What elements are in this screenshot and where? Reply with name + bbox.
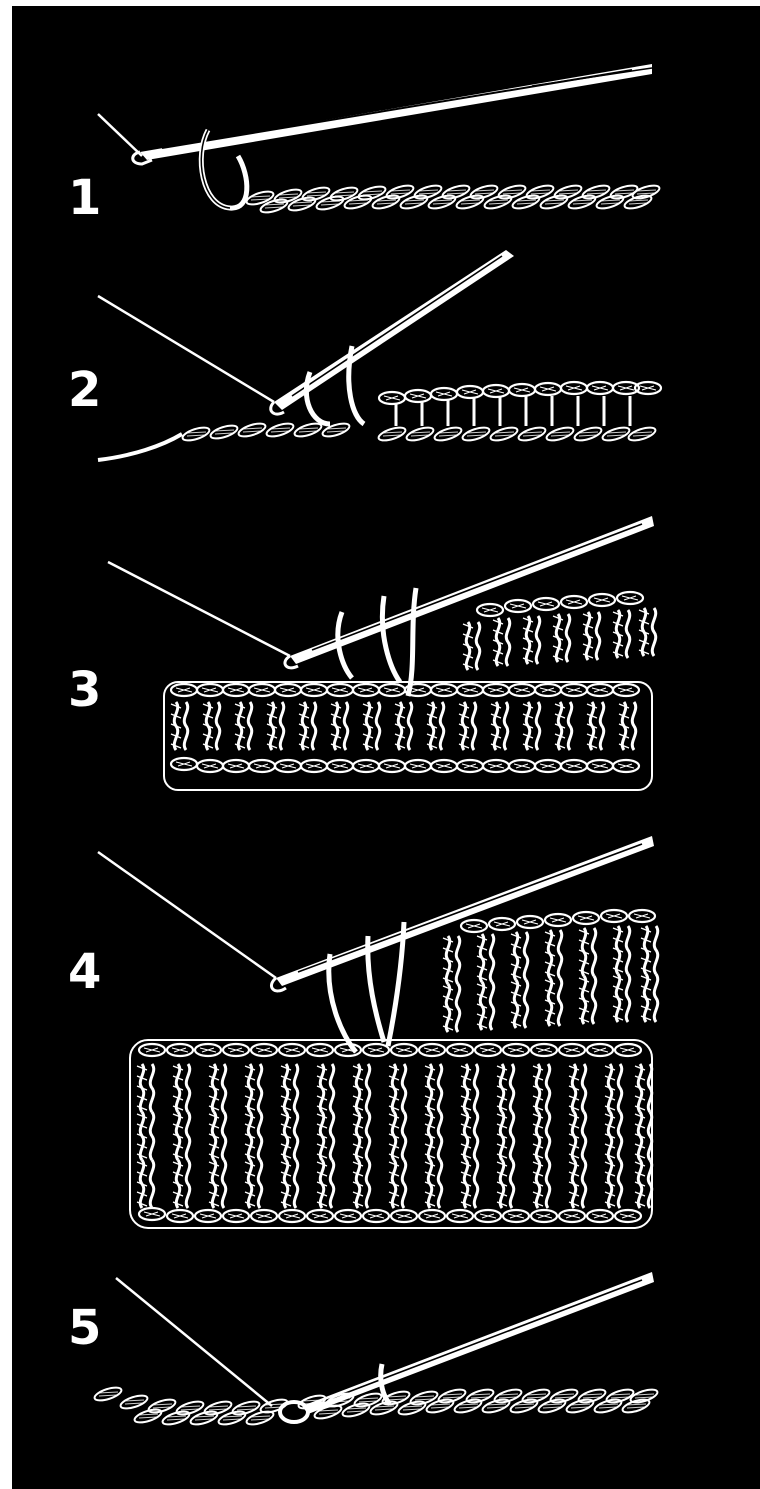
yarn-strand-icon [98, 852, 276, 978]
stitch-rows-icon [137, 1044, 652, 1222]
crochet-hook-icon [133, 64, 652, 164]
stitch-rows-icon [171, 684, 639, 772]
stitch-rows-icon [443, 910, 658, 1032]
step-4-illustration [98, 836, 658, 1228]
yarn-strand-icon [116, 1278, 272, 1406]
chain-stitch-icon [93, 1385, 659, 1427]
yarn-strand-icon [98, 114, 142, 156]
illustration-plate: 1 2 3 4 5 [12, 6, 760, 1489]
step-2-illustration [98, 250, 661, 460]
chain-stitch-icon [245, 183, 661, 215]
step-3-illustration [108, 516, 656, 790]
crochet-diagram [12, 6, 760, 1489]
crochet-hook-icon [302, 1272, 654, 1414]
yarn-strand-icon [108, 562, 290, 656]
step-1-illustration [98, 64, 661, 215]
stitch-rows-icon [463, 592, 656, 670]
yarn-strand-icon [98, 296, 274, 402]
step-5-illustration [93, 1272, 659, 1427]
